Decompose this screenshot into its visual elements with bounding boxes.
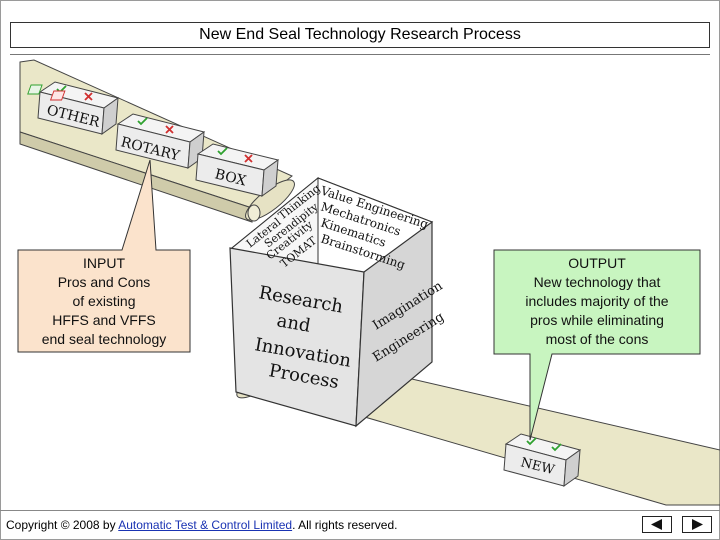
title-divider xyxy=(10,54,710,55)
output-line-2: includes majority of the xyxy=(525,293,669,309)
previous-slide-button[interactable] xyxy=(642,516,672,533)
input-callout-text: INPUT Pros and Cons of existing HFFS and… xyxy=(18,254,190,349)
output-box-new xyxy=(503,433,582,488)
output-callout xyxy=(493,249,701,441)
triangle-left-icon xyxy=(651,519,662,530)
input-box-other xyxy=(27,81,120,136)
input-line-1: Pros and Cons xyxy=(57,274,151,290)
copyright-prefix: Copyright © 2008 by xyxy=(6,518,119,532)
copyright-suffix: . All rights reserved. xyxy=(292,518,398,532)
triangle-right-icon xyxy=(692,519,703,530)
slide-title-text: New End Seal Technology Research Process xyxy=(199,26,521,43)
output-line-1: New technology that xyxy=(533,274,661,290)
input-callout xyxy=(17,159,191,353)
input-line-3: HFFS and VFFS xyxy=(52,312,156,328)
footer-divider xyxy=(0,510,720,511)
slide-title: New End Seal Technology Research Process xyxy=(10,22,710,48)
output-line-4: most of the cons xyxy=(545,331,649,347)
company-link[interactable]: Automatic Test & Control Limited xyxy=(118,518,293,532)
output-line-3: pros while eliminating xyxy=(530,312,664,328)
research-box xyxy=(229,176,434,428)
input-line-2: of existing xyxy=(72,293,136,309)
output-callout-text: OUTPUT New technology that includes majo… xyxy=(494,254,700,349)
input-heading: INPUT xyxy=(83,255,125,271)
input-box-box-label: BOX xyxy=(213,166,248,189)
output-heading: OUTPUT xyxy=(568,255,626,271)
process-diagram: OTHER ROTARY BOX Thinking Lateral Serend… xyxy=(17,59,720,506)
copyright-footer: Copyright © 2008 by Automatic Test & Con… xyxy=(6,518,397,532)
input-box-box xyxy=(195,143,280,198)
next-slide-button[interactable] xyxy=(682,516,712,533)
input-line-4: end seal technology xyxy=(41,331,167,347)
